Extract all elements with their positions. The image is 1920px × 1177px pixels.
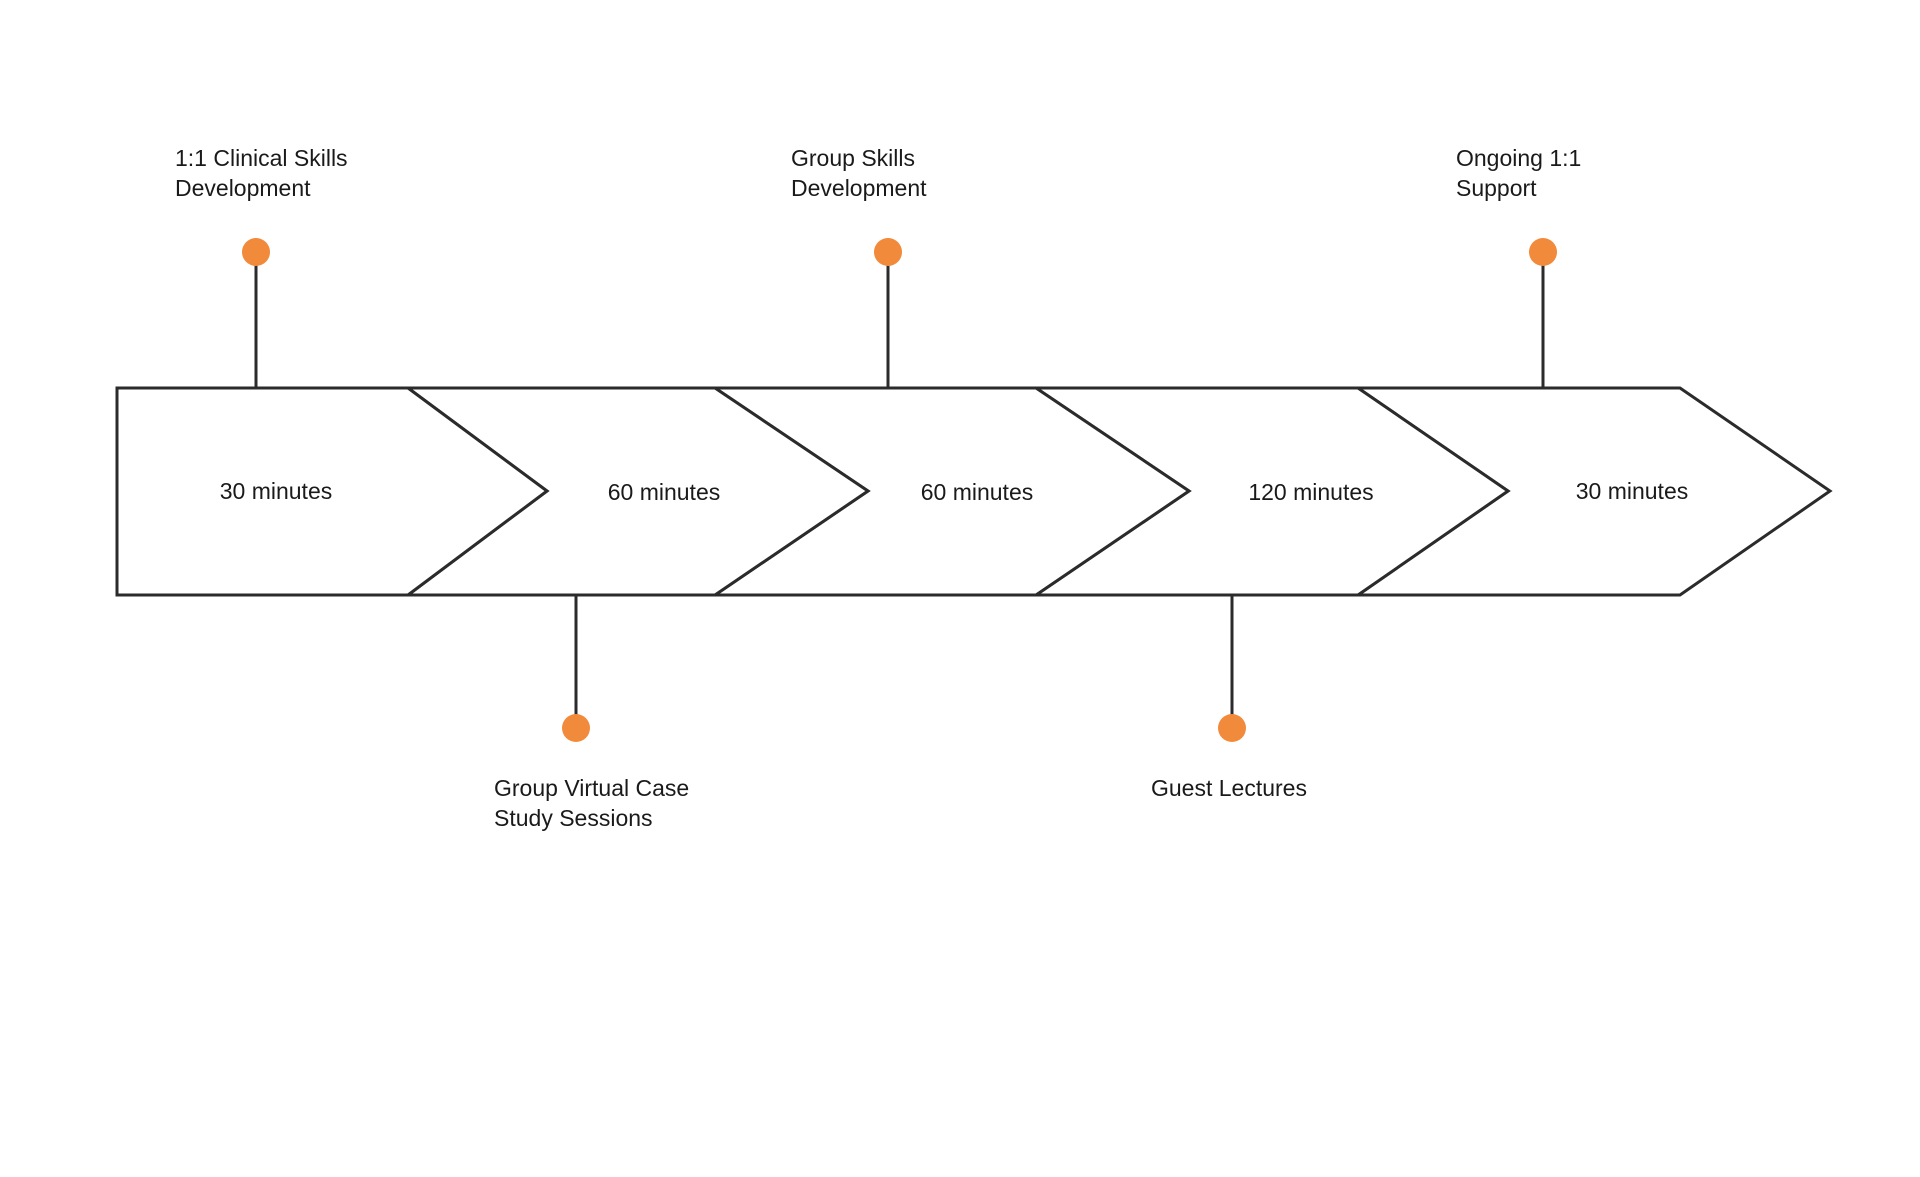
milestone-virtual-case-study: Group Virtual Case Study Sessions <box>494 595 696 831</box>
duration-label: 60 minutes <box>921 479 1034 505</box>
milestone-label: Guest Lectures <box>1151 775 1307 801</box>
milestone-label-line2: Development <box>791 175 927 201</box>
milestone-dot <box>562 714 590 742</box>
duration-label: 60 minutes <box>608 479 721 505</box>
milestone-label: Ongoing 1:1 Support <box>1456 145 1588 201</box>
milestone-label-line1: Group Skills <box>791 145 915 171</box>
duration-labels: 30 minutes 60 minutes 60 minutes 120 min… <box>220 478 1689 505</box>
duration-label: 30 minutes <box>1576 478 1689 504</box>
milestone-group-skills: Group Skills Development <box>791 145 927 388</box>
milestone-dot <box>242 238 270 266</box>
milestone-clinical-skills: 1:1 Clinical Skills Development <box>175 145 354 388</box>
milestone-label-line1: Guest Lectures <box>1151 775 1307 801</box>
duration-label: 30 minutes <box>220 478 333 504</box>
milestone-dot <box>1529 238 1557 266</box>
chevron-segment-1 <box>115 386 550 597</box>
milestone-label: Group Skills Development <box>791 145 927 201</box>
chevron-track <box>115 386 1833 597</box>
milestone-label-line2: Development <box>175 175 311 201</box>
milestone-dot <box>1218 714 1246 742</box>
milestone-label: 1:1 Clinical Skills Development <box>175 145 354 201</box>
milestone-dot <box>874 238 902 266</box>
milestone-label-line1: Group Virtual Case <box>494 775 689 801</box>
milestone-guest-lectures: Guest Lectures <box>1151 595 1307 801</box>
duration-label: 120 minutes <box>1248 479 1373 505</box>
milestone-label-line2: Study Sessions <box>494 805 653 831</box>
milestone-label-line1: 1:1 Clinical Skills <box>175 145 348 171</box>
milestone-label: Group Virtual Case Study Sessions <box>494 775 696 831</box>
milestone-label-line2: Support <box>1456 175 1537 201</box>
milestone-label-line1: Ongoing 1:1 <box>1456 145 1581 171</box>
milestone-ongoing-support: Ongoing 1:1 Support <box>1456 145 1588 388</box>
